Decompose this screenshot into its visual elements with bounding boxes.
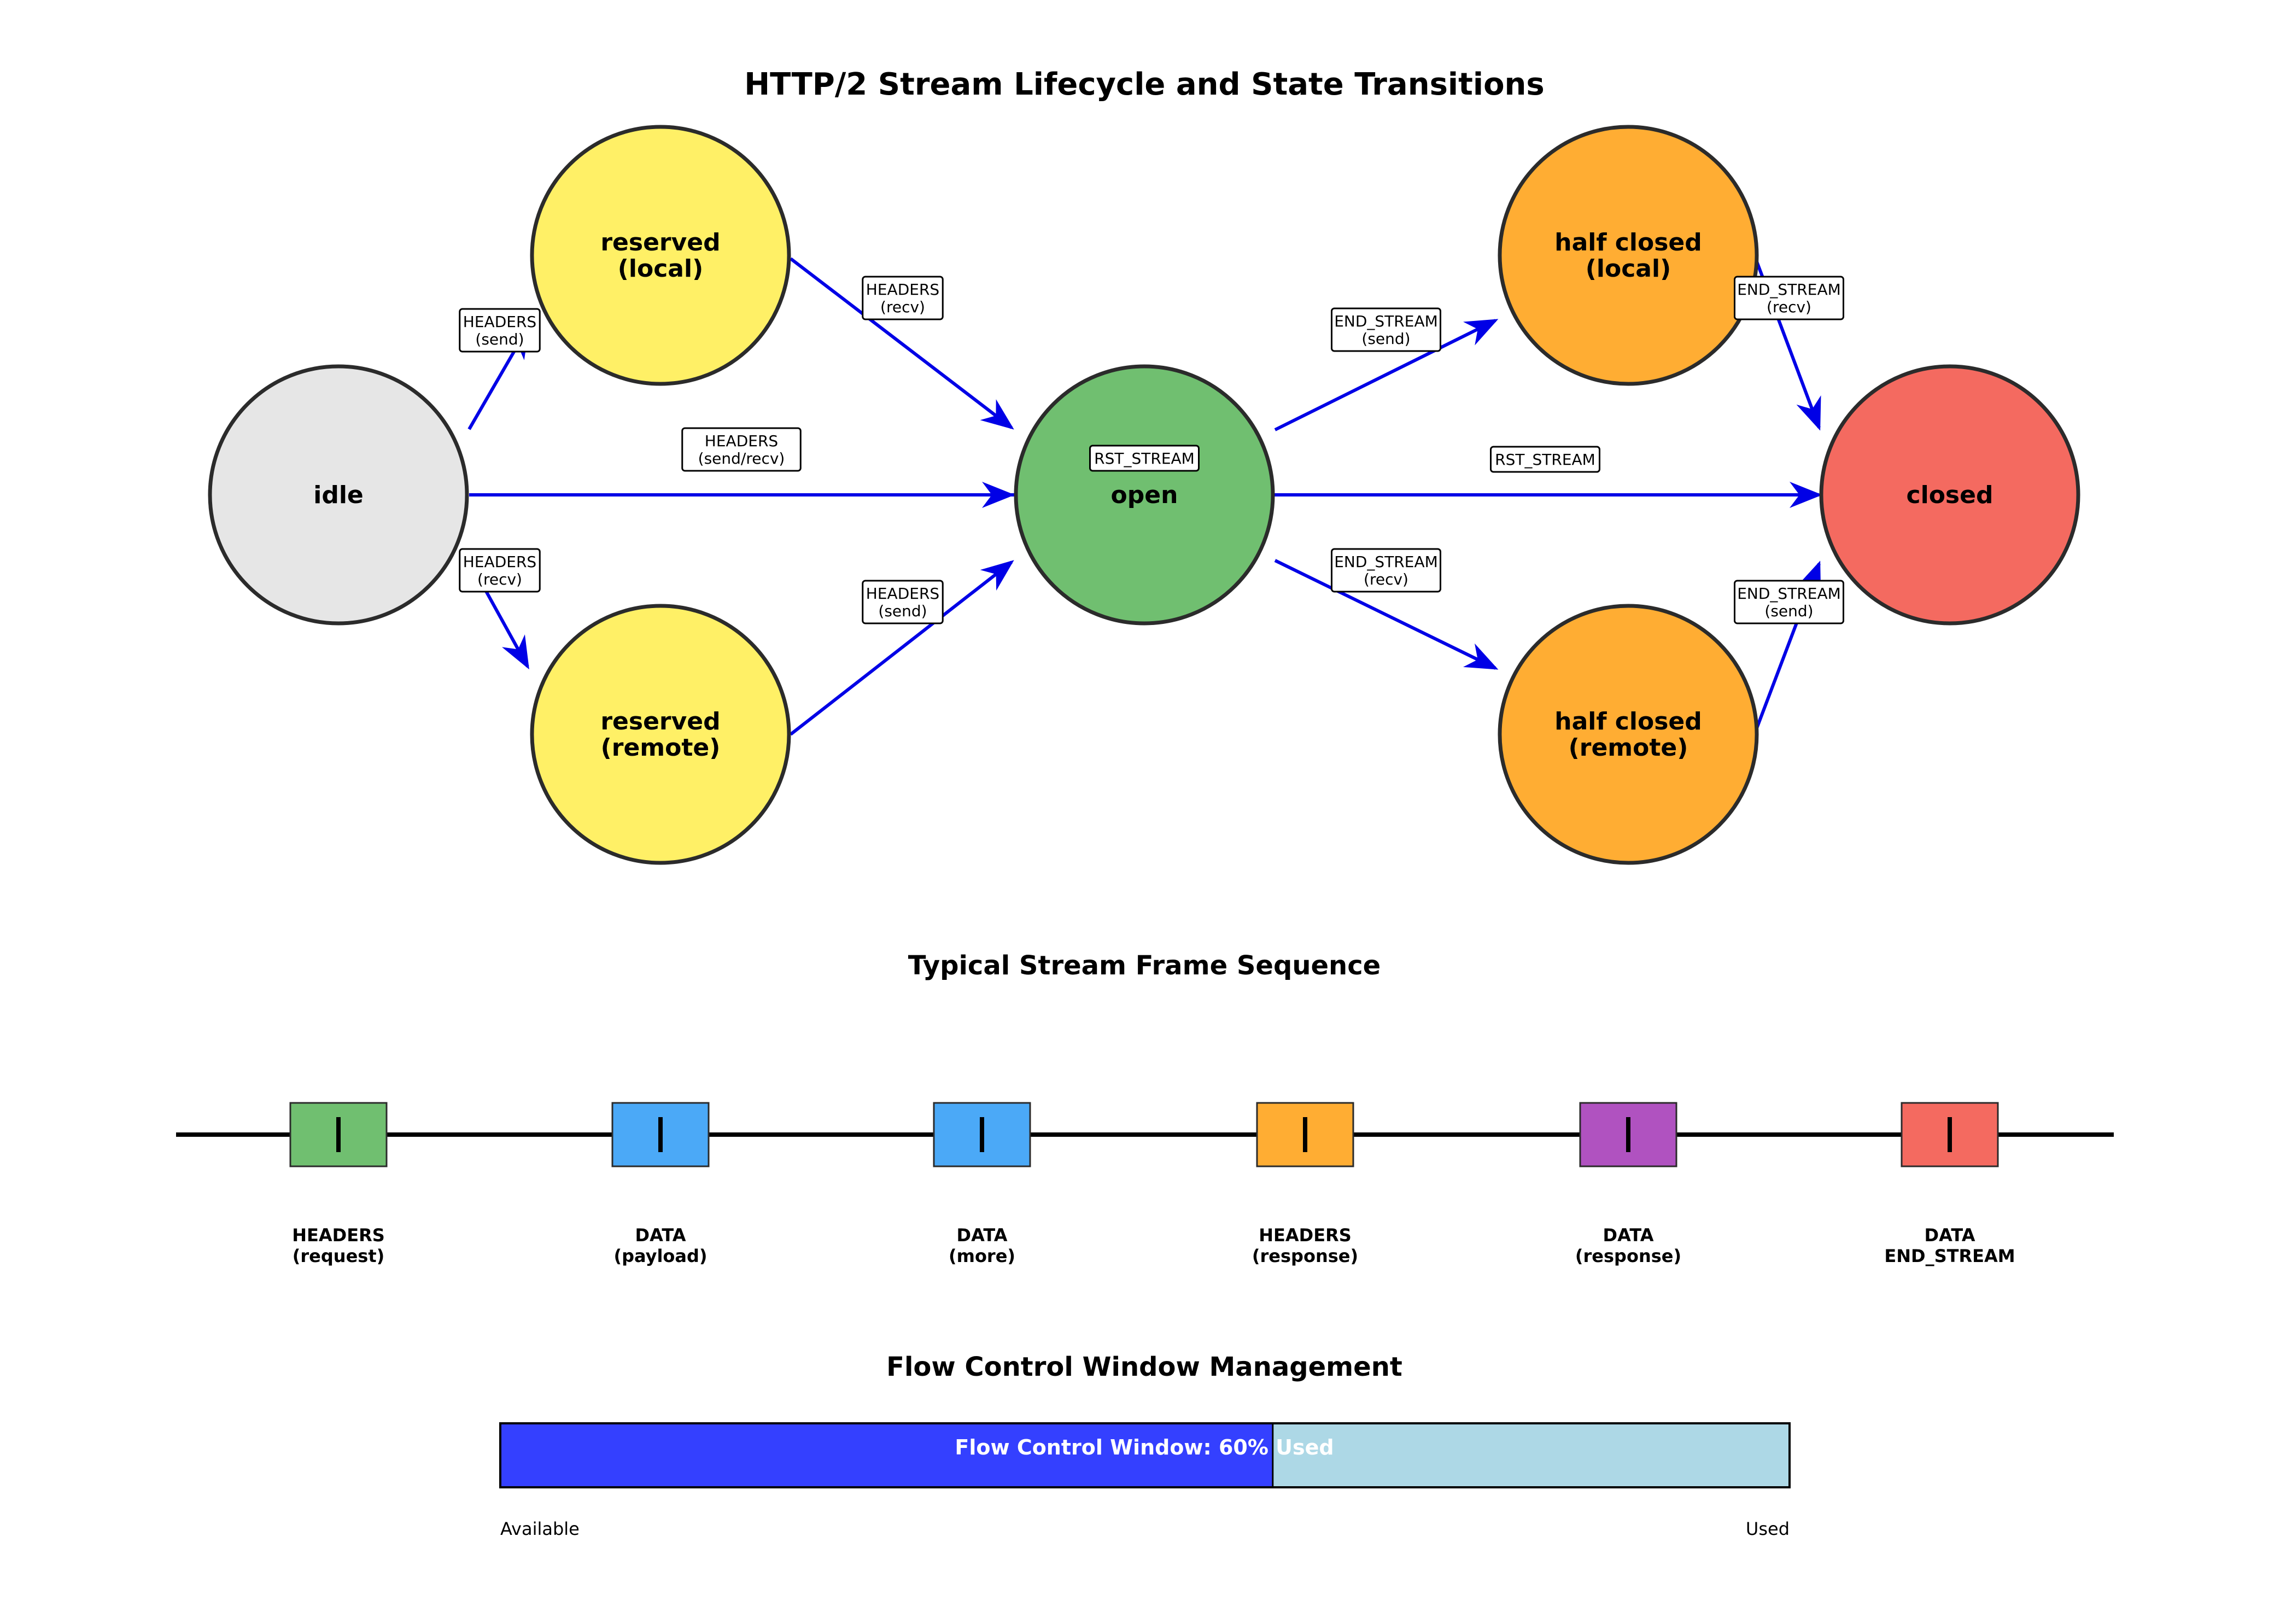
flow-available-label: Available [500, 1518, 580, 1539]
state-circle [1498, 604, 1759, 865]
transition-label-text: (recv) [1364, 570, 1408, 588]
frame-label: DATA [635, 1225, 686, 1246]
edge-open-to-half-closed-remote [1274, 559, 1499, 670]
transition-label-text: END_STREAM [1737, 281, 1841, 299]
state-circle [530, 604, 791, 865]
state-label: (remote) [601, 734, 721, 762]
edge-reserved-local-to-open [790, 257, 1014, 430]
state-circle [1498, 125, 1759, 386]
state-label: open [1111, 481, 1178, 509]
transition-label-text: (recv) [1767, 298, 1811, 316]
transition-label-text: END_STREAM [1334, 553, 1438, 571]
edge-label-idle-to-reserved-remote: HEADERS(recv) [459, 548, 541, 593]
flow-used-segment [500, 1423, 1273, 1487]
edge-label-open-to-closed: RST_STREAM [1490, 446, 1600, 473]
frame-label: DATA [1603, 1225, 1654, 1246]
transition-label-text: (send/recv) [698, 449, 785, 468]
transition-label-text: (recv) [477, 570, 522, 588]
transition-label-text: (send) [878, 602, 927, 620]
state-circle [1819, 364, 2080, 626]
transition-label-text: (send) [1764, 602, 1813, 620]
frame-2: DATA(payload) [611, 1102, 710, 1266]
frame-4: HEADERS(response) [1252, 1102, 1358, 1266]
state-half-closed-local: half closed(local) [1498, 125, 1759, 386]
state-label: idle [313, 481, 364, 509]
state-nodes: idlereserved(local)reserved(remote)openh… [208, 125, 2080, 865]
frame-label: END_STREAM [1884, 1246, 2015, 1266]
transition-label-text: HEADERS [866, 281, 939, 299]
state-reserved-local: reserved(local) [530, 125, 791, 386]
open-reset-label: RST_STREAM [1089, 445, 1200, 472]
frame-label: HEADERS [292, 1225, 385, 1246]
edge-open-to-half-closed-local [1274, 319, 1499, 431]
state-circle [530, 125, 791, 386]
edge-reserved-remote-to-open [790, 560, 1014, 736]
transition-label-text: (send) [1361, 330, 1410, 348]
edge-label-idle-to-open: HEADERS(send/recv) [681, 427, 802, 472]
state-closed: closed [1819, 364, 2080, 626]
flow-used-label: Used [1746, 1518, 1790, 1539]
transition-label-text: (send) [475, 330, 524, 348]
frame-label: (response) [1575, 1246, 1681, 1266]
transition-label-text: HEADERS [866, 585, 939, 603]
frame-sequence: HEADERS(request)DATA(payload)DATA(more)H… [289, 1102, 2015, 1266]
state-circle [1014, 364, 1275, 626]
edge-label-open-to-half-closed-local: END_STREAM(send) [1331, 307, 1441, 352]
frame-label: DATA [1925, 1225, 1975, 1246]
frame-label: (payload) [613, 1246, 707, 1266]
frame-3: DATA(more) [933, 1102, 1031, 1266]
flow-bar-outline [499, 1422, 1791, 1488]
state-idle: idle [208, 364, 469, 626]
flow-control-bar: Flow Control Window: 60% Used [499, 1422, 1791, 1488]
state-circle [208, 364, 469, 626]
state-label: closed [1907, 481, 1993, 509]
state-reserved-remote: reserved(remote) [530, 604, 791, 865]
frame-label: (request) [293, 1246, 384, 1266]
frame-label: (response) [1252, 1246, 1358, 1266]
transition-label-text: RST_STREAM [1495, 451, 1595, 469]
state-label: reserved [600, 708, 720, 735]
transition-label-text: END_STREAM [1334, 312, 1438, 330]
state-half-closed-remote: half closed(remote) [1498, 604, 1759, 865]
frame-label: HEADERS [1259, 1225, 1352, 1246]
edge-label-open-to-half-closed-remote: END_STREAM(recv) [1331, 548, 1441, 593]
transition-label-text: RST_STREAM [1094, 449, 1195, 468]
edge-label-reserved-local-to-open: HEADERS(recv) [862, 276, 944, 320]
diagram-title: HTTP/2 Stream Lifecycle and State Transi… [744, 67, 1545, 102]
state-label: reserved [600, 229, 720, 256]
frame-sequence-title: Typical Stream Frame Sequence [908, 950, 1381, 981]
state-label: (remote) [1569, 734, 1688, 762]
edge-label-reserved-remote-to-open: HEADERS(send) [862, 580, 944, 624]
transition-label-text: HEADERS [463, 553, 536, 571]
transition-label-text: HEADERS [705, 432, 778, 450]
transition-label-text: END_STREAM [1737, 585, 1841, 603]
state-label: half closed [1554, 708, 1702, 735]
state-label: (local) [1586, 255, 1671, 283]
state-open: open [1014, 364, 1275, 626]
transition-labels: HEADERS(send)HEADERS(recv)HEADERS(send/r… [459, 276, 1844, 624]
frame-label: (more) [949, 1246, 1015, 1266]
edge-label-idle-to-reserved-local: HEADERS(send) [459, 308, 541, 353]
transition-label-text: HEADERS [463, 313, 536, 331]
frame-5: DATA(response) [1575, 1102, 1681, 1266]
edge-label-half-closed-remote-to-closed: END_STREAM(send) [1734, 580, 1844, 624]
frame-label: DATA [957, 1225, 1008, 1246]
flow-bar-text: Flow Control Window: 60% Used [955, 1435, 1334, 1459]
flow-control-title: Flow Control Window Management [886, 1352, 1402, 1382]
frame-1: HEADERS(request) [289, 1102, 388, 1266]
state-label: (local) [618, 255, 703, 283]
edge-label-half-closed-local-to-closed: END_STREAM(recv) [1734, 276, 1844, 320]
state-label: half closed [1554, 229, 1702, 256]
transition-label-text: (recv) [880, 298, 925, 316]
